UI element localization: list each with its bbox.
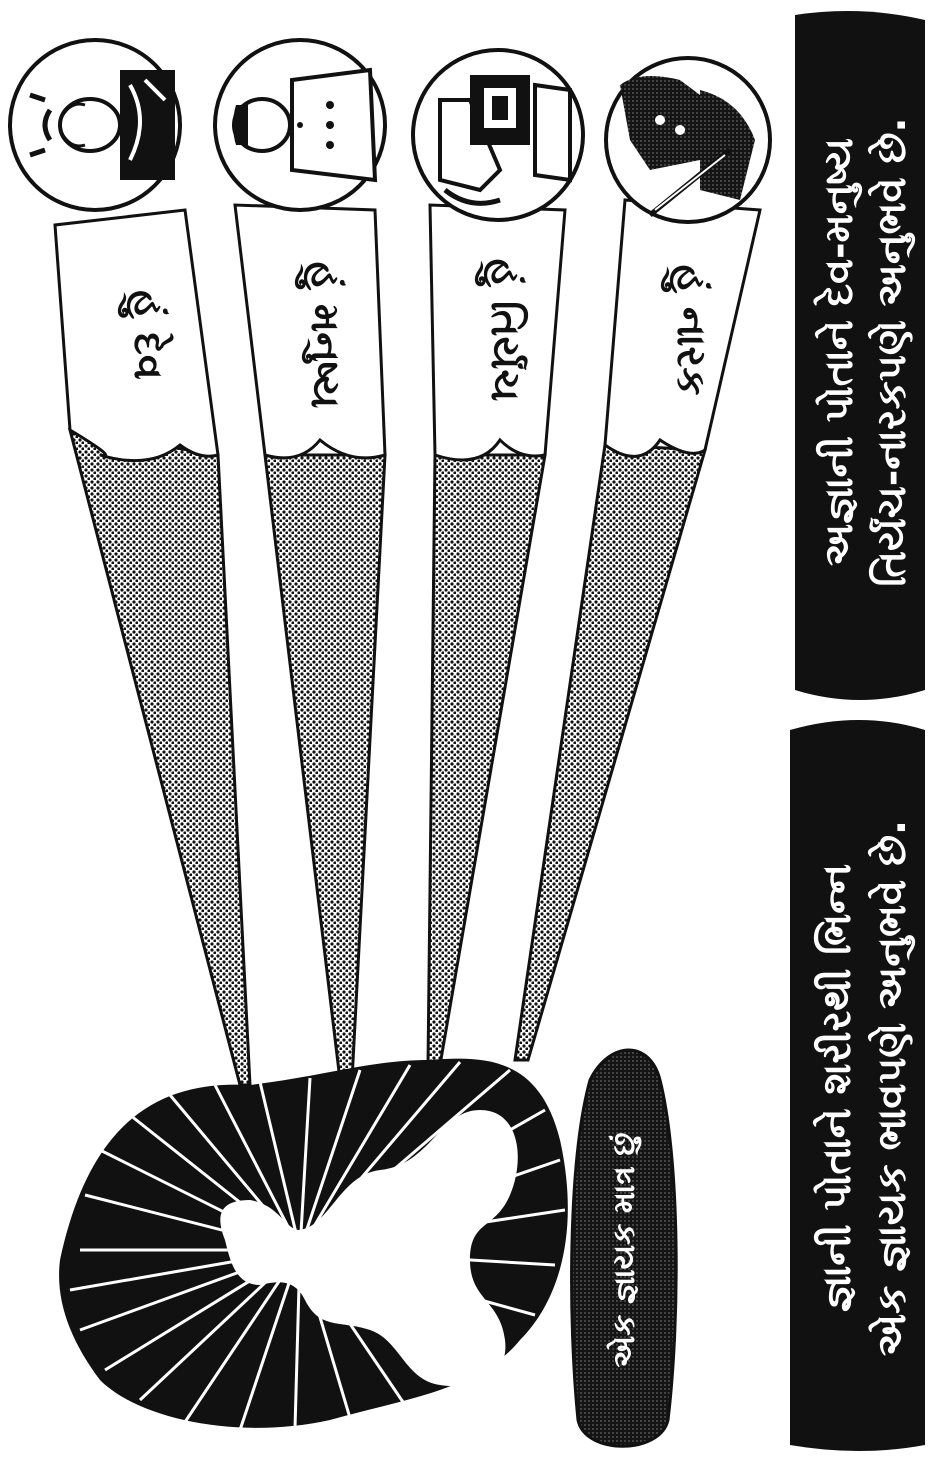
beam-label-deva: હું દેવ <box>118 290 174 380</box>
banner-ignorant: અજ્ઞાની પોતાને દેવ-મનુષ્ય તિર્યંચ-નારકપણ… <box>795 11 925 700</box>
beam-label-manushya: હું મનુષ્ય <box>295 262 348 409</box>
banner-knower-line1: જ્ઞાની પોતાને શરીરથી ભિન્ન <box>813 864 860 1312</box>
soul-radiance <box>59 1058 568 1431</box>
meditating-soul-silhouette <box>220 1110 518 1387</box>
elephant-icon <box>411 48 585 222</box>
banner-knower-line2: એક જ્ઞાયક ભાવપણે અનુભવે છે. <box>868 820 916 1356</box>
banner-ignorant-line1: અજ્ઞાની પોતાને દેવ-મનુષ્ય <box>813 138 863 566</box>
beam-label-narak: હું નારક <box>661 265 714 396</box>
beam-manushya <box>233 203 387 1082</box>
banner-ignorant-line2: તિર્યંચ-નારકપણે અનુભવે છે. <box>868 117 916 586</box>
beam-deva <box>53 208 252 1087</box>
beam-label-tiryanch: હું તિર્યંચ <box>475 259 528 402</box>
beam-tiryanch <box>426 203 567 1067</box>
hell-being-icon <box>604 56 772 224</box>
deity-icon <box>8 38 182 212</box>
soul-caption: એક જ્ઞાયક માત્ર છું <box>606 1133 642 1368</box>
soul-caption-pill: એક જ્ઞાયક માત્ર છું <box>570 1048 678 1448</box>
human-icon <box>213 38 387 212</box>
banner-knower: જ્ઞાની પોતાને શરીરથી ભિન્ન એક જ્ઞાયક ભાવ… <box>790 720 925 1451</box>
beam-narak <box>513 198 762 1062</box>
